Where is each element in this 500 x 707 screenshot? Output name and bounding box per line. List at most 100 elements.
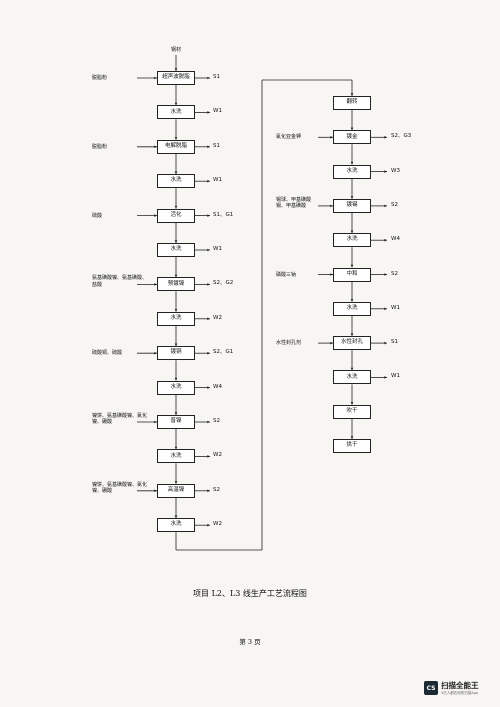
reagent-input-label: 氨基磺酸镍、氨基磺酸、盐酸 (92, 275, 148, 288)
process-step-box: 超声波脱脂 (157, 71, 195, 85)
arrow-head (207, 386, 210, 389)
emission-output-label: S2 (391, 270, 398, 277)
emission-output-label: W1 (391, 304, 400, 311)
arrow-head (174, 137, 178, 140)
arrow-head (384, 341, 387, 345)
arrow-head (174, 309, 178, 312)
arrow-head (350, 230, 354, 234)
arrow-head (174, 205, 178, 209)
arrow-head (154, 214, 157, 217)
scanner-watermark: CS 扫描全能王 3亿人都在用的扫描App (424, 678, 492, 698)
arrow-head (207, 76, 210, 80)
process-step-box: 预镀镍 (157, 277, 195, 292)
emission-output-label: W1 (213, 108, 222, 115)
arrow-head (154, 283, 157, 286)
emission-output-label: S1 (213, 142, 220, 149)
emission-output-label: S2 (391, 201, 398, 208)
arrow-head (207, 420, 210, 424)
arrow-head (330, 135, 333, 139)
emission-output-label: S1 (391, 339, 398, 346)
process-step-box: 水洗 (333, 370, 371, 385)
arrow-head (174, 240, 178, 243)
arrow-head (207, 111, 210, 114)
emission-output-label: W2 (213, 521, 222, 528)
emission-output-label: W2 (213, 452, 222, 459)
camscanner-logo-icon: CS (424, 681, 438, 695)
reagent-input-label: 硫酸铜、硫酸 (92, 350, 123, 357)
process-step-box: 水洗 (157, 243, 195, 257)
arrow-head (350, 299, 354, 302)
emission-output-label: S2、G3 (391, 133, 412, 140)
arrow-head (174, 274, 178, 278)
arrow-head (174, 377, 178, 381)
emission-output-label: W3 (391, 167, 400, 174)
arrow-head (207, 489, 210, 493)
arrow-head (350, 264, 354, 268)
process-step-box: 水洗 (157, 311, 195, 326)
process-step-box: 烘干 (333, 439, 371, 453)
process-step-box: 高温镍 (157, 483, 195, 498)
process-step-box: 水洗 (157, 380, 195, 395)
arrow-head (384, 238, 387, 242)
emission-output-label: W4 (391, 236, 400, 243)
arrow-head (154, 351, 157, 355)
arrow-head (350, 333, 354, 337)
arrow-head (384, 135, 387, 139)
reagent-input-label: 氰化亚金钾 (276, 134, 302, 141)
arrow-head (330, 341, 333, 345)
arrow-head (174, 102, 178, 106)
reagent-input-label: 硫酸 (92, 212, 103, 219)
reagent-input-label: 脱脂粉 (92, 75, 108, 81)
arrow-head (207, 248, 210, 252)
emission-output-label: W1 (391, 373, 400, 380)
process-step-box: 翻转 (333, 96, 371, 110)
arrow-head (350, 161, 354, 165)
emission-output-label: W4 (213, 383, 222, 390)
reagent-input-label: 镍饼、氨基磺酸镍、氯化镍、硼酸 (92, 413, 148, 426)
reagent-input-label: 磷酸三钠 (276, 271, 297, 278)
process-step-box: 吹干 (333, 404, 371, 419)
process-step-box: 水洗 (333, 164, 371, 179)
input-material-label: 钢材 (171, 47, 182, 53)
arrow-head (330, 204, 333, 208)
arrow-head (207, 179, 210, 183)
arrow-head (350, 367, 354, 371)
arrow-head (174, 343, 178, 347)
reagent-input-label: 锡球、甲基磺酸锡、甲基磺酸 (276, 196, 312, 210)
arrow-head (154, 489, 157, 493)
arrow-head (207, 523, 210, 527)
arrow-head (350, 127, 354, 131)
arrow-head (384, 204, 387, 208)
arrow-head (384, 273, 387, 276)
watermark-subtitle: 3亿人都在用的扫描App (441, 691, 479, 695)
arrow-head (174, 171, 178, 175)
process-step-box: 镀锡 (333, 198, 371, 213)
emission-output-label: W1 (213, 177, 222, 184)
arrow-head (350, 436, 354, 439)
process-step-box: 镀铜 (157, 346, 195, 361)
emission-output-label: W2 (213, 314, 222, 321)
arrow-head (207, 214, 210, 217)
process-step-box: 水洗 (333, 233, 371, 248)
arrow-head (174, 481, 178, 484)
arrow-head (207, 351, 210, 355)
process-step-box: 水洗 (157, 105, 195, 120)
emission-output-label: S2 (213, 418, 220, 424)
arrow-head (384, 170, 387, 173)
process-step-box: 水性封孔 (333, 336, 371, 351)
emission-output-label: S2、G2 (213, 280, 234, 287)
arrow-head (350, 93, 354, 96)
emission-output-label: W1 (213, 246, 222, 252)
process-step-box: 普镍 (157, 415, 195, 429)
arrow-head (174, 68, 178, 71)
arrow-head (207, 283, 210, 286)
arrow-head (350, 196, 354, 199)
emission-output-label: S2、G1 (213, 349, 234, 356)
arrow-head (330, 273, 333, 276)
arrow-head (207, 145, 210, 149)
arrow-head (174, 446, 178, 450)
arrow-head (384, 376, 387, 379)
page-number: 第 3 页 (239, 638, 261, 646)
process-step-box: 电解脱脂 (157, 139, 195, 154)
